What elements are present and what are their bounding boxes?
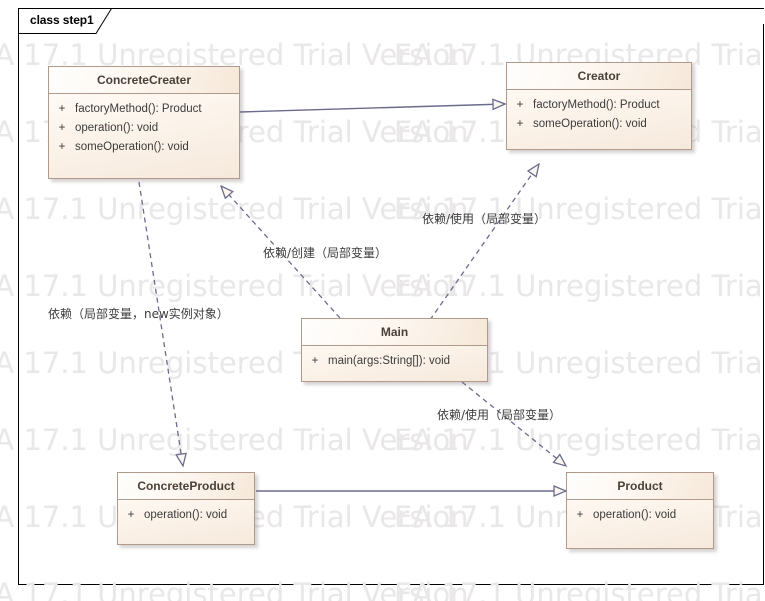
class-members-main: + main(args:String[]): void: [302, 346, 487, 378]
edge-dependency-concretecreater-concreteproduct: [138, 181, 183, 466]
frame-border-right: [763, 24, 764, 584]
member-signature: factoryMethod(): Product: [75, 103, 202, 115]
class-member: + main(args:String[]): void: [302, 352, 487, 371]
class-members-concrete-product: + operation(): void: [118, 500, 254, 532]
frame-border-top: [110, 8, 764, 9]
member-visibility: +: [58, 103, 66, 115]
member-visibility: +: [58, 122, 66, 134]
diagram-title-label: class step1: [30, 13, 94, 27]
watermark-text: EA 17.1 Unregistered Trial Version: [394, 423, 765, 457]
class-member: + factoryMethod(): Product: [507, 96, 691, 115]
watermark-text: EA 17.1 Unregistered Trial Version: [0, 192, 469, 226]
edge-dependency-main-product: [461, 381, 566, 466]
class-box-concrete-product[interactable]: ConcreteProduct + operation(): void: [117, 472, 255, 545]
class-box-creator[interactable]: Creator + factoryMethod(): Product + som…: [506, 62, 692, 150]
member-visibility: +: [311, 355, 319, 367]
edge-label-dependency-use-local-upper: 依赖/使用（局部变量）: [422, 212, 547, 226]
member-visibility: +: [576, 509, 584, 521]
title-tab-shape: [18, 8, 112, 34]
member-signature: operation(): void: [75, 122, 159, 134]
member-signature: main(args:String[]): void: [328, 355, 451, 367]
class-name-concrete-product: ConcreteProduct: [118, 473, 254, 500]
class-name-creator: Creator: [507, 63, 691, 90]
member-visibility: +: [127, 509, 135, 521]
class-member: + someOperation(): void: [507, 115, 691, 134]
class-members-product: + operation(): void: [567, 500, 713, 532]
member-signature: someOperation(): void: [533, 118, 647, 130]
edge-label-dependency-create-local: 依赖/创建（局部变量）: [263, 246, 388, 260]
class-box-main[interactable]: Main + main(args:String[]): void: [301, 318, 488, 382]
watermark-text: EA 17.1 Unregistered Trial Version: [0, 269, 469, 303]
class-member: + someOperation(): void: [49, 138, 239, 157]
edge-generalization-concretecreater-creator: [239, 104, 505, 113]
frame-border-bottom: [18, 584, 764, 585]
member-signature: someOperation(): void: [75, 141, 189, 153]
watermark-text: EA 17.1 Unregistered Trial Version: [394, 577, 765, 601]
member-visibility: +: [58, 141, 66, 153]
class-box-product[interactable]: Product + operation(): void: [566, 472, 714, 549]
watermark-text: EA 17.1 Unregistered Trial Version: [394, 269, 765, 303]
watermark-text: EA 17.1 Unregistered Trial Version: [0, 423, 469, 457]
class-member: + operation(): void: [49, 119, 239, 138]
edge-label-dependency-new-instance: 依赖（局部变量，new实例对象）: [48, 307, 229, 321]
class-box-concrete-creater[interactable]: ConcreteCreater + factoryMethod(): Produ…: [48, 66, 240, 179]
class-members-concrete-creater: + factoryMethod(): Product + operation()…: [49, 94, 239, 164]
member-visibility: +: [516, 99, 524, 111]
member-signature: operation(): void: [144, 509, 228, 521]
class-member: + operation(): void: [118, 506, 254, 525]
class-member: + operation(): void: [567, 506, 713, 525]
class-name-product: Product: [567, 473, 713, 500]
member-signature: operation(): void: [593, 509, 677, 521]
frame-border-left: [18, 8, 19, 585]
class-members-creator: + factoryMethod(): Product + someOperati…: [507, 90, 691, 141]
diagram-title-tab[interactable]: class step1: [18, 8, 112, 34]
edge-dependency-main-creator: [429, 164, 539, 321]
edge-label-dependency-use-local-lower: 依赖/使用（局部变量）: [437, 408, 562, 422]
member-visibility: +: [516, 118, 524, 130]
class-member: + factoryMethod(): Product: [49, 100, 239, 119]
watermark-text: EA 17.1 Unregistered Trial Version: [0, 577, 469, 601]
class-name-main: Main: [302, 319, 487, 346]
member-signature: factoryMethod(): Product: [533, 99, 660, 111]
class-name-concrete-creater: ConcreteCreater: [49, 67, 239, 94]
